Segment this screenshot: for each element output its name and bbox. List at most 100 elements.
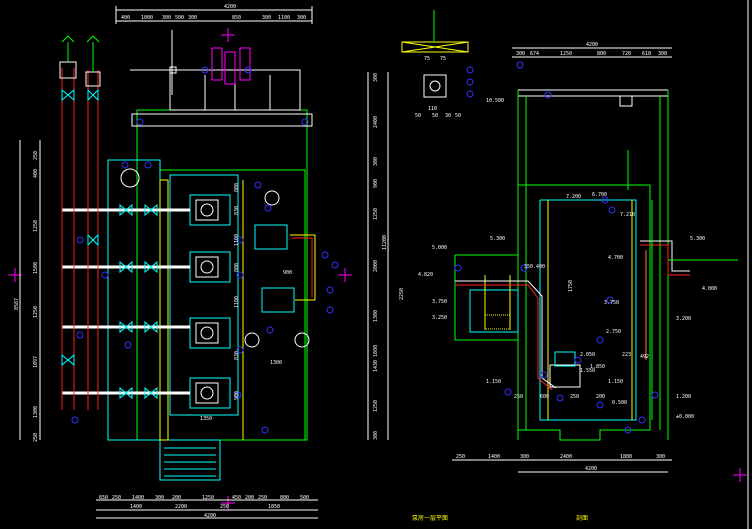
- elev-6: 5.300: [490, 236, 505, 242]
- plan-left-dim-2: 400: [33, 169, 39, 178]
- plan-top-dim-2: 1000: [141, 15, 153, 21]
- plan-bottom-dim-10: 800: [280, 495, 289, 501]
- plan-top-beam: [131, 113, 313, 127]
- elev-17: 1.850: [590, 364, 605, 370]
- plan-magenta-marks: [8, 28, 352, 510]
- section-magenta-mark: [733, 468, 747, 482]
- elev-11: 5.300: [690, 236, 705, 242]
- plan-bottom2-dim-4: 1850: [268, 504, 280, 510]
- section-top-dimensions: 4200 300 674 1250 800 720 610 300: [512, 42, 672, 58]
- plan-left-dim-8: 250: [33, 433, 39, 442]
- section-top-total: 4200: [586, 42, 598, 48]
- elev-19: 1.150: [486, 379, 501, 385]
- plan-inner-dim-10: 900: [283, 270, 292, 276]
- plan-view: 4200 400 1000 300 500 300 850 300 1100 3…: [8, 4, 448, 522]
- plan-bottom-dim-2: 250: [112, 495, 121, 501]
- elev-14: 3.200: [676, 316, 691, 322]
- plan-right-dim-9: 1250: [373, 400, 379, 412]
- plan-left-total: 8587: [14, 298, 20, 310]
- plan-bottom-dim-9: 250: [258, 495, 267, 501]
- elev-23: ±0.000: [676, 414, 694, 420]
- plan-right-dim-6: 2000: [373, 260, 379, 272]
- plan-left-dim-5: 1250: [33, 306, 39, 318]
- elev-15: 2.750: [606, 329, 621, 335]
- plan-title: 泵房一层平面: [412, 514, 448, 522]
- section-bottom-dim-5: 1800: [620, 454, 632, 460]
- section-top-dim-3: 1250: [560, 51, 572, 57]
- elev-10: 4.700: [608, 255, 623, 261]
- elev-16: 2.050: [580, 352, 595, 358]
- plan-right-equipment: [120, 168, 316, 348]
- plan-top-dim-8: 1100: [278, 15, 290, 21]
- section-elevations: 10.500 7.200 6.700 7.210 5.000 5.300 4.8…: [418, 98, 717, 420]
- pump-unit-3: [189, 317, 231, 349]
- elev-1: 10.500: [486, 98, 504, 104]
- plan-top-dim-9: 300: [297, 15, 306, 21]
- plan-top-vent-pipes: [211, 47, 251, 85]
- elev-21: 1.200: [676, 394, 691, 400]
- detail-dim-5: 50: [432, 113, 438, 119]
- plan-inner-dim-7: 900: [234, 391, 240, 400]
- plan-red-risers: [59, 35, 101, 410]
- plan-right-dim-7: 1300: [373, 310, 379, 322]
- pump-unit-4: [189, 377, 231, 409]
- elev-2: 7.200: [566, 194, 581, 200]
- plan-inner-dim-3: 800: [234, 263, 240, 272]
- pump-unit-2: [189, 251, 231, 283]
- section-top-dim-4: 800: [597, 51, 606, 57]
- plan-right-dim-8: 1430 1080: [373, 345, 379, 372]
- section-label-1: 350.400: [524, 264, 545, 270]
- plan-bottom-dim-8: 200: [245, 495, 254, 501]
- plan-top-total: 4200: [224, 4, 236, 10]
- section-bottom-dim-1: 250: [456, 454, 465, 460]
- plan-left-dim-3: 1250: [33, 220, 39, 232]
- section-bottom-dim-2: 1400: [488, 454, 500, 460]
- plan-bottom-dim-11: 500: [300, 495, 309, 501]
- plan-bottom-total: 4200: [204, 513, 216, 519]
- plan-bottom-dimensions: 650 250 1400 300 200 1250 450 200 250 80…: [96, 495, 318, 519]
- elev-7: 4.820: [418, 272, 433, 278]
- detail-dim-3: 110: [428, 106, 437, 112]
- section-top-dim-1: 300: [516, 51, 525, 57]
- section-top-dim-5: 720: [622, 51, 631, 57]
- plan-bottom2-dim-1: 1400: [130, 504, 142, 510]
- plan-top-dim-7: 300: [262, 15, 271, 21]
- section-top-dim-2: 674: [530, 51, 539, 57]
- plan-right-dim-4: 900: [373, 179, 379, 188]
- detail-dim-6: 30: [445, 113, 451, 119]
- section-label-2: 1750: [568, 280, 574, 292]
- plan-left-dim-1: 250: [33, 151, 39, 160]
- plan-bottom-dim-6: 1250: [202, 495, 214, 501]
- plan-top-dim-6: 850: [232, 15, 241, 21]
- section-labels: 350.400 1750 223 492 250 600 250 200: [514, 264, 649, 400]
- plan-left-channel: [107, 159, 161, 441]
- section-view: 4200 300 674 1250 800 720 610 300: [418, 42, 747, 522]
- plan-bottom2-dim-2: 2200: [175, 504, 187, 510]
- elev-8: 3.750: [432, 299, 447, 305]
- plan-bottom-dim-7: 450: [232, 495, 241, 501]
- section-label-3: 223: [622, 352, 631, 358]
- elev-13: 3.750: [604, 300, 619, 306]
- plan-valves: [119, 203, 158, 400]
- plan-left-dimensions: 8587 250 400 1250 1500 1250 1097 1300 25…: [14, 140, 41, 442]
- section-blue-markers: [454, 61, 659, 434]
- detail-dim-2: 75: [440, 56, 446, 62]
- elev-9: 3.250: [432, 315, 447, 321]
- elev-3: 6.700: [592, 192, 607, 198]
- section-label-6: 600: [540, 394, 549, 400]
- plan-right-dim-5: 1250: [373, 208, 379, 220]
- section-bottom-dim-6: 300: [656, 454, 665, 460]
- detail-dim-7: 50: [455, 113, 461, 119]
- plan-inner-dim-9: 1350: [200, 416, 212, 422]
- plan-top-dimensions: 4200 400 1000 300 500 300 850 300 1100 3…: [115, 4, 313, 24]
- plan-left-dim-4: 1500: [33, 262, 39, 274]
- section-label-7: 250: [570, 394, 579, 400]
- section-top-dim-7: 300: [658, 51, 667, 57]
- plan-outer-wall: [136, 109, 308, 441]
- plan-left-dim-7: 1300: [33, 406, 39, 418]
- plan-right-dim-1: 300: [373, 73, 379, 82]
- section-bottom-dim-3: 300: [520, 454, 529, 460]
- plan-pump-pit: [169, 174, 239, 416]
- section-label-5: 250: [514, 394, 523, 400]
